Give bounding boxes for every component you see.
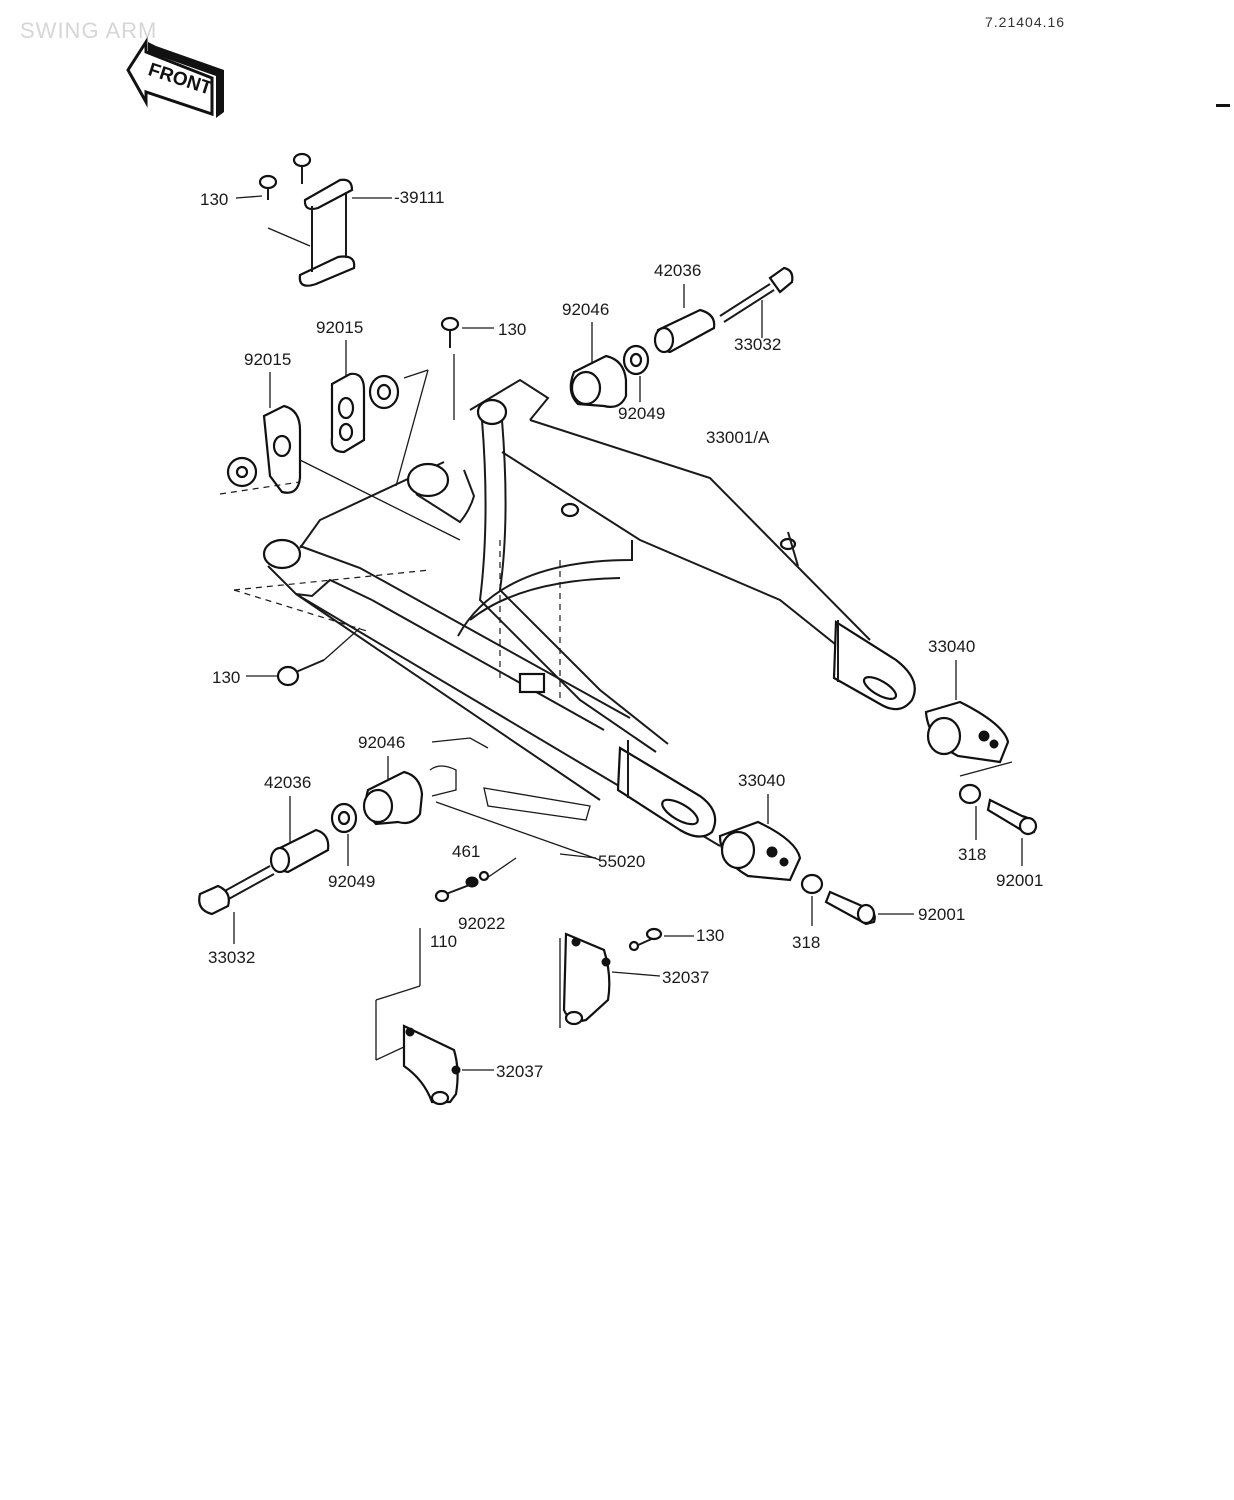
screw-461	[434, 870, 490, 903]
bolt-92001-mid	[824, 890, 876, 926]
callout-92046-top: 92046	[562, 300, 609, 319]
callout-55020: 55020	[598, 852, 645, 871]
chain-adjuster-92015-b	[219, 404, 461, 541]
front-arrow-icon: FRONT	[126, 36, 224, 118]
callout-33032-top: 33032	[734, 335, 781, 354]
callout-130-mid: 130	[498, 320, 526, 339]
callout-33032-bot: 33032	[208, 948, 255, 967]
bolt-130-left	[276, 627, 361, 687]
nut-318-mid	[800, 873, 824, 895]
sleeve-42036-bot	[269, 828, 330, 874]
diagram-title: SWING ARM	[20, 18, 157, 43]
bolt-92001-right	[986, 798, 1038, 836]
bushing-92046-top	[569, 354, 628, 408]
washer-92049-top	[622, 344, 650, 376]
bolt-icon	[258, 152, 312, 200]
bracket-39111	[267, 178, 356, 287]
nut-318-right	[958, 783, 982, 805]
edge-mark	[1216, 104, 1230, 107]
callout-92001-right: 92001	[996, 871, 1043, 890]
chain-adjuster-33040-mid	[718, 820, 802, 882]
callout-42036-bot: 42036	[264, 773, 311, 792]
callout-92001-mid: 92001	[918, 905, 965, 924]
callout-318-right: 318	[958, 845, 986, 864]
callout-92049-bot: 92049	[328, 872, 375, 891]
callout-39111: -39111	[394, 188, 444, 207]
bracket-32037-b	[402, 1024, 461, 1106]
callout-42036-top: 42036	[654, 261, 701, 280]
callout-130-bot: 130	[696, 926, 724, 945]
bolt-130-mid	[440, 316, 460, 348]
callout-92015-a: 92015	[316, 318, 363, 337]
callout-92046-bot: 92046	[358, 733, 405, 752]
callout-33001: 33001/A	[706, 428, 770, 447]
callout-92015-b: 92015	[244, 350, 291, 369]
callout-92049-top: 92049	[618, 404, 665, 423]
swing-arm-33001	[262, 378, 916, 847]
callout-33040-mid: 33040	[738, 771, 785, 790]
pivot-bolt-33032-bot	[198, 865, 275, 916]
spacer-icon	[429, 737, 601, 861]
chain-adjuster-92015-a	[330, 369, 429, 487]
callout-33040-right: 33040	[928, 637, 975, 656]
diagram-code: 7.21404.16	[985, 14, 1065, 30]
callout-130-left: 130	[212, 668, 240, 687]
callout-130-top: 130	[200, 190, 228, 209]
chain-adjuster-33040-right	[924, 700, 1013, 777]
callout-32037-b: 32037	[496, 1062, 543, 1081]
callout-92022: 92022	[458, 914, 505, 933]
sleeve-42036-top	[653, 308, 716, 354]
pivot-bolt-33032-top	[719, 266, 794, 323]
bushing-92046-bot	[362, 770, 424, 826]
callout-318-mid: 318	[792, 933, 820, 952]
callout-461: 461	[452, 842, 480, 861]
callout-110: 110	[430, 932, 457, 951]
bolt-130-bottom	[628, 927, 663, 952]
callout-32037-a: 32037	[662, 968, 709, 987]
bracket-32037-a	[559, 932, 611, 1028]
washer-92049-bot	[330, 802, 358, 834]
